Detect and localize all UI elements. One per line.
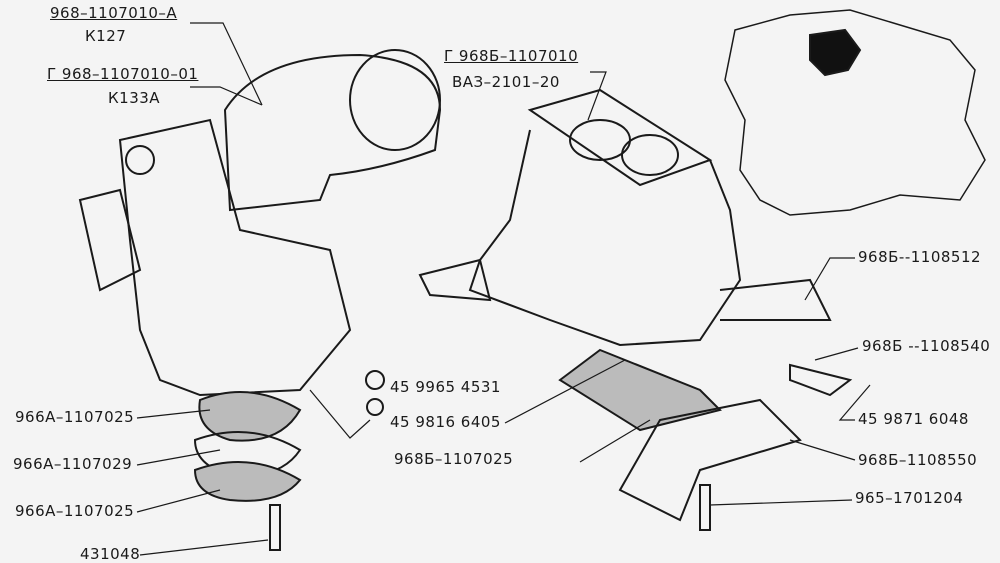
left-carburetor — [78, 49, 442, 551]
right-carburetor — [365, 88, 853, 531]
part-label: 968Б–1107025 — [394, 450, 514, 468]
part-label: 966А–1107025 — [15, 408, 135, 426]
part-label: К127 — [85, 27, 127, 45]
part-label: 968–1107010–A — [50, 4, 178, 22]
part-label: ВАЗ–2101–20 — [452, 73, 560, 91]
part-label: 45 9816 6405 — [390, 413, 501, 431]
part-label: 431048 — [80, 545, 141, 563]
part-label: К133А — [108, 89, 161, 107]
part-label: 965–1701204 — [855, 489, 964, 507]
part-label: 45 9871 6048 — [858, 410, 969, 428]
part-label: Г 968–1107010–01 — [47, 65, 199, 83]
region-map — [724, 9, 986, 216]
leader-lines — [136, 22, 871, 556]
part-label: Г 968Б–1107010 — [444, 47, 579, 65]
part-label: 968Б–1108550 — [858, 451, 978, 469]
part-label: 968Б--1108512 — [858, 248, 982, 266]
part-label: 966А–1107025 — [15, 502, 135, 520]
part-label: 968Б --1108540 — [862, 337, 991, 355]
part-label: 966А–1107029 — [13, 455, 133, 473]
part-label: 45 9965 4531 — [390, 378, 501, 396]
